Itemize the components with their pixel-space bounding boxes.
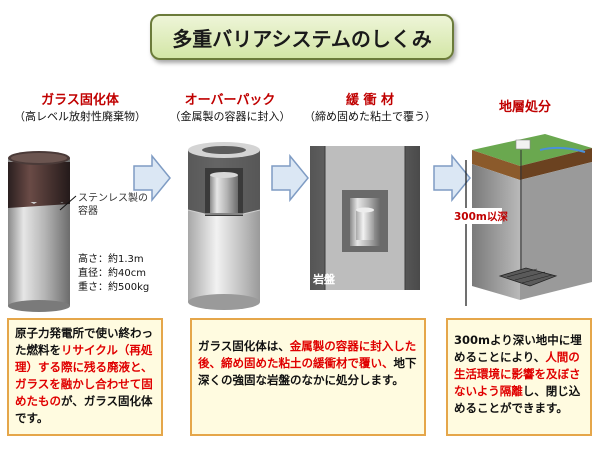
overpack-illustration <box>187 142 261 310</box>
spec-diameter: 直径：約40cm <box>78 266 146 279</box>
arrow-icon <box>271 153 309 203</box>
desc-overpack-part3: 地下深くの強固な岩盤のなかに処分します。 <box>198 356 417 387</box>
glass-canister-illustration <box>8 151 77 312</box>
column-head-buffer: 緩 衝 材 （締め固めた粘土で覆う） <box>300 93 440 125</box>
description-overpack: ガラス固化体は、金属製の容器に封入した後、締め固めた粘土の緩衝材で覆い、地下深く… <box>190 318 426 436</box>
buffer-illustration <box>310 146 420 290</box>
spec-weight: 重さ：約500kg <box>78 280 149 293</box>
disposal-illustration <box>465 134 592 306</box>
page-title: 多重バリアシステムのしくみ <box>150 14 454 60</box>
depth-label: 300m以深 <box>454 210 508 223</box>
desc-glass-part3: が、ガラス固化体です。 <box>15 394 153 425</box>
heading-overpack: オーバーパック <box>184 93 276 108</box>
rock-label: 岩盤 <box>312 272 336 286</box>
heading-disposal: 地層処分 <box>498 100 551 115</box>
desc-disposal-part2: 人間の生活環境に影響を及ぼさないよう隔離 <box>454 350 581 398</box>
container-label-2: 容器 <box>78 204 98 217</box>
column-head-disposal: 地層処分 <box>460 100 590 116</box>
desc-disposal-part1: 300mより深い地中に埋めることにより、 <box>454 333 582 364</box>
arrow-icon <box>433 153 471 203</box>
column-head-glass: ガラス固化体 （高レベル放射性廃棄物） <box>10 93 150 125</box>
desc-glass-part2: リサイクル（再処理）する際に残る廃液と、ガラスを融かし合わせて固めたもの <box>15 343 153 408</box>
spec-height: 高さ：約1.3m <box>78 252 144 265</box>
sub-glass: （高レベル放射性廃棄物） <box>14 110 146 123</box>
heading-glass: ガラス固化体 <box>41 93 119 108</box>
heading-buffer: 緩 衝 材 <box>345 93 395 108</box>
sub-buffer: （締め固めた粘土で覆う） <box>304 110 436 123</box>
arrow-icon <box>133 153 171 203</box>
desc-disposal-part3: し、閉じ込めることができます。 <box>454 384 581 415</box>
container-label-1: ステンレス製の <box>78 191 148 204</box>
sub-overpack: （金属製の容器に封入） <box>169 110 291 123</box>
desc-overpack-part2: 金属製の容器に封入した後、締め固めた粘土の緩衝材で覆い、 <box>198 339 417 370</box>
description-glass: 原子力発電所で使い終わった燃料をリサイクル（再処理）する際に残る廃液と、ガラスを… <box>7 318 163 436</box>
description-disposal: 300mより深い地中に埋めることにより、人間の生活環境に影響を及ぼさないよう隔離… <box>446 318 592 436</box>
column-head-overpack: オーバーパック （金属製の容器に封入） <box>160 93 300 125</box>
desc-glass-part1: 原子力発電所で使い終わった燃料を <box>15 326 153 357</box>
desc-overpack-part1: ガラス固化体は、 <box>198 339 290 353</box>
